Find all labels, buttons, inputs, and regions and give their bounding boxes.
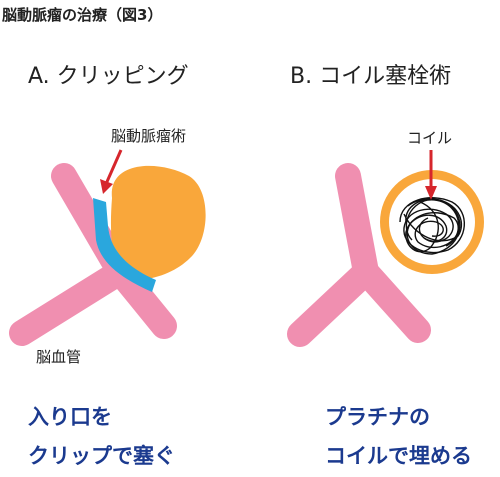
panel-b-title: B. コイル塞栓術: [290, 64, 452, 89]
caption-a: 入り口を クリップで塞ぐ: [28, 398, 175, 476]
panel-b-diagram: [287, 150, 484, 347]
blood-vessel-b: [287, 163, 431, 347]
coil: [399, 197, 466, 255]
figure-title: 脳動脈瘤の治療（図3）: [2, 6, 163, 24]
caption-b-line1: プラチナの: [325, 405, 430, 429]
clip: [93, 198, 156, 292]
caption-b: プラチナの コイルで埋める: [325, 398, 472, 476]
aneurysm-label: 脳動脈瘤術: [111, 127, 187, 145]
vessel-label: 脳血管: [36, 348, 82, 366]
coil-label: コイル: [407, 129, 453, 147]
caption-b-line2: コイルで埋める: [325, 444, 472, 468]
caption-a-line2: クリップで塞ぐ: [28, 444, 175, 468]
caption-a-line1: 入り口を: [28, 405, 112, 429]
arrow-b: [425, 150, 437, 200]
panel-a-diagram: [9, 149, 206, 346]
arrow-a: [100, 149, 123, 194]
panel-a-title: A. クリッピング: [28, 64, 189, 89]
aneurysm-a: [110, 165, 206, 280]
